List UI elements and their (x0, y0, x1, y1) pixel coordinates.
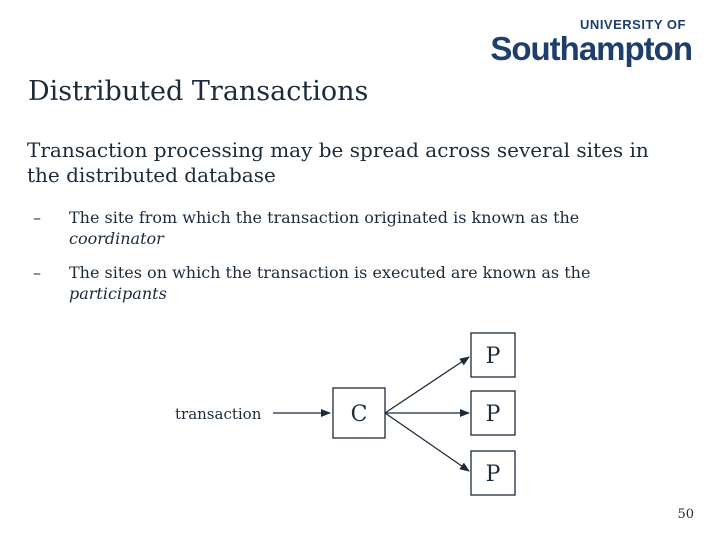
slide-title: Distributed Transactions (28, 76, 369, 107)
coordinator-box (332, 387, 386, 439)
participant-label-bottom: P (486, 462, 501, 487)
arrow-to-bottom-participant (384, 412, 470, 472)
transaction-label: transaction (175, 405, 262, 423)
coordinator-label: C (351, 402, 368, 427)
participant-box-middle (470, 390, 516, 436)
bullet-coordinator: – The site from which the transaction ori… (33, 207, 673, 249)
participant-label-top: P (486, 344, 501, 369)
participant-box-top (470, 332, 516, 378)
bullet-text: The sites on which the transaction is ex… (69, 263, 591, 282)
participant-box-bottom (470, 450, 516, 496)
participant-label-middle: P (486, 402, 501, 427)
bullet-participants: – The sites on which the transaction is e… (33, 262, 673, 304)
intro-text: Transaction processing may be spread acr… (27, 138, 649, 187)
university-logo: UNIVERSITY OF Southampton (490, 17, 693, 67)
term-participants: participants (69, 284, 167, 303)
page-number: 50 (677, 507, 694, 522)
logo-university-of: UNIVERSITY OF (580, 17, 686, 32)
logo-southampton: Southampton (490, 30, 693, 67)
bullet-dash: – (33, 208, 41, 227)
bullet-dash: – (33, 263, 41, 282)
arrow-to-top-participant (384, 356, 470, 414)
term-coordinator: coordinator (69, 229, 164, 248)
bullet-text: The site from which the transaction orig… (69, 208, 580, 227)
